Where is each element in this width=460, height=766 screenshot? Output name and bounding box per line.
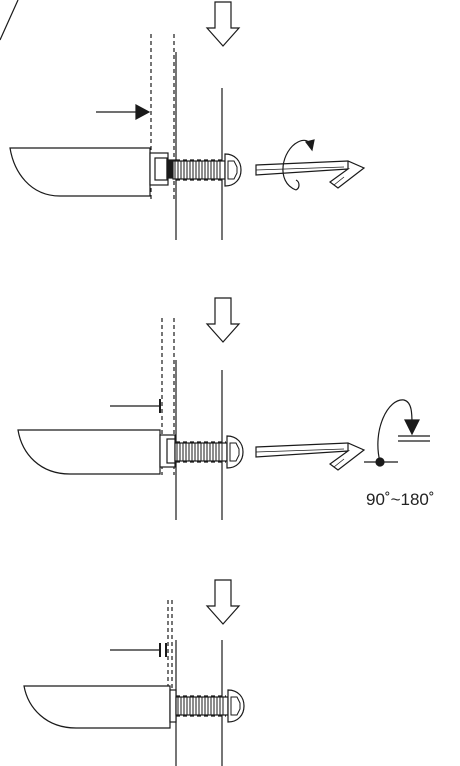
allen-key-icon	[255, 442, 365, 471]
down-arrow-icon	[206, 297, 240, 343]
corner-line	[0, 0, 19, 41]
mount-collar	[154, 157, 168, 181]
rotation-range-label: 90˚~180˚	[366, 490, 435, 509]
basin-body	[9, 147, 151, 197]
basin-body	[17, 429, 161, 475]
rotation-range-indicator	[364, 399, 430, 467]
screw	[175, 689, 245, 723]
push-arrowhead	[135, 103, 151, 121]
step-2: 90˚~180˚	[17, 297, 435, 520]
step-3	[23, 579, 245, 766]
screw	[174, 435, 244, 469]
basin-body	[23, 685, 171, 729]
down-arrow-icon	[206, 579, 240, 625]
basin-mount	[169, 689, 177, 723]
allen-key-icon	[255, 160, 365, 189]
down-arrow-icon	[206, 1, 240, 47]
step-1	[9, 1, 365, 240]
screw	[172, 153, 242, 187]
